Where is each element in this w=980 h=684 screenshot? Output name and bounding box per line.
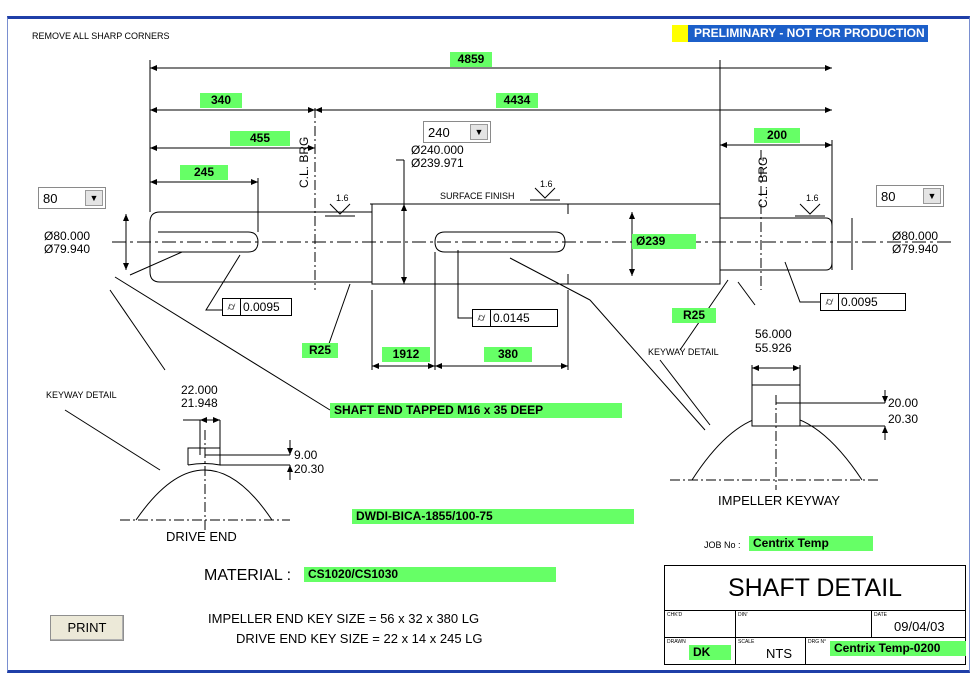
preliminary-banner: PRELIMINARY - NOT FOR PRODUCTION xyxy=(672,25,928,42)
chkd-cell: CHK'D xyxy=(665,610,735,637)
title-block-row-1: CHK'D DIN' DATE 09/04/03 xyxy=(665,610,965,638)
date-label: DATE xyxy=(874,612,887,618)
job-no-value: Centrix Temp xyxy=(749,536,873,551)
drive-keyway-width-max: 22.000 xyxy=(181,383,218,397)
dim-245: 245 xyxy=(180,165,228,180)
runout-icon: ⌭ xyxy=(223,299,241,315)
right-diameter-value: 80 xyxy=(881,189,896,204)
scale-cell: SCALE NTS xyxy=(735,637,806,664)
scale-label: SCALE xyxy=(738,639,755,645)
keyway-detail-left: KEYWAY DETAIL xyxy=(46,390,117,400)
radius-left: R25 xyxy=(302,343,338,358)
surface-finish-label: SURFACE FINISH xyxy=(440,191,515,201)
impeller-key-size: IMPELLER END KEY SIZE = 56 x 32 x 380 LG xyxy=(208,611,480,626)
keyway-detail-right: KEYWAY DETAIL xyxy=(648,347,719,357)
right-diameter-select[interactable]: 80 ▼ xyxy=(876,185,944,207)
job-no-label: JOB No : xyxy=(704,540,741,550)
dim-340: 340 xyxy=(200,93,242,108)
drawing-title: SHAFT DETAIL xyxy=(665,566,965,611)
drg-label: DRG N° xyxy=(808,639,827,645)
drawn-label: DRAWN xyxy=(667,639,686,645)
date-value: 09/04/03 xyxy=(894,619,945,634)
drive-end-label: DRIVE END xyxy=(166,529,237,544)
chkd-label: CHK'D xyxy=(667,612,683,618)
dim-200: 200 xyxy=(754,128,800,143)
drawn-value: DK xyxy=(689,645,731,660)
dim-dia80-left-max: Ø80.000 xyxy=(44,229,91,243)
mid-diameter-select[interactable]: 240 ▼ xyxy=(423,121,491,143)
dim-dia80-right-max: Ø80.000 xyxy=(892,229,939,243)
dim-4434: 4434 xyxy=(496,93,538,108)
cl-brg-left: C.L. BRG xyxy=(297,136,311,188)
impeller-keyway-depth-1: 20.00 xyxy=(888,396,919,410)
runout-left: ⌭0.0095 xyxy=(222,298,292,316)
dim-455: 455 xyxy=(230,131,290,146)
dim-380: 380 xyxy=(484,347,532,362)
dim-overall: 4859 xyxy=(450,52,492,67)
mid-diameter-value: 240 xyxy=(428,125,450,140)
drawing-reference: DWDI-BICA-1855/100-75 xyxy=(352,509,634,524)
dim-1912: 1912 xyxy=(382,347,430,362)
drg-cell: DRG N°Centrix Temp-0200 xyxy=(805,637,966,664)
runout-icon: ⌭ xyxy=(821,294,839,310)
material-value: CS1020/CS1030 xyxy=(304,567,556,582)
drg-value: Centrix Temp-0200 xyxy=(830,641,966,656)
drive-keyway-width-min: 21.948 xyxy=(181,396,218,410)
cl-brg-right: C.L. BRG xyxy=(756,156,770,208)
dim-dia240-min: Ø239.971 xyxy=(411,156,464,170)
date-cell: DATE 09/04/03 xyxy=(871,610,966,637)
left-diameter-value: 80 xyxy=(43,191,58,206)
runout-mid-value: 0.0145 xyxy=(493,311,530,325)
runout-icon: ⌭ xyxy=(473,310,491,326)
dim-dia239: Ø239 xyxy=(632,234,696,249)
left-diameter-select[interactable]: 80 ▼ xyxy=(38,187,106,209)
dim-dia80-left-min: Ø79.940 xyxy=(44,242,91,256)
chevron-down-icon: ▼ xyxy=(470,124,488,140)
finish-left: 1.6 xyxy=(336,193,349,203)
dim-dia80-right-min: Ø79.940 xyxy=(892,242,939,256)
shaft-end-tapped-note: SHAFT END TAPPED M16 x 35 DEEP xyxy=(330,403,622,418)
dint-label: DIN' xyxy=(738,612,748,618)
runout-right-value: 0.0095 xyxy=(841,295,878,309)
note-sharp-corners: REMOVE ALL SHARP CORNERS xyxy=(32,31,170,41)
dint-cell: DIN' xyxy=(735,610,872,637)
drive-key-size: DRIVE END KEY SIZE = 22 x 14 x 245 LG xyxy=(236,631,483,646)
drive-keyway-depth-1: 9.00 xyxy=(294,448,318,462)
runout-left-value: 0.0095 xyxy=(243,300,280,314)
finish-mid: 1.6 xyxy=(540,179,553,189)
drawing-frame xyxy=(7,16,970,673)
impeller-keyway-label: IMPELLER KEYWAY xyxy=(718,493,841,508)
radius-right: R25 xyxy=(672,308,716,323)
finish-right: 1.6 xyxy=(806,193,819,203)
impeller-keyway-depth-2: 20.30 xyxy=(888,412,919,426)
impeller-keyway-width-max: 56.000 xyxy=(755,327,792,341)
material-label: MATERIAL : xyxy=(204,567,292,584)
dim-dia240-max: Ø240.000 xyxy=(411,143,464,157)
title-block: SHAFT DETAIL CHK'D DIN' DATE 09/04/03 DRA… xyxy=(664,565,966,665)
print-button[interactable]: PRINT xyxy=(50,615,124,641)
drive-keyway-depth-2: 20.30 xyxy=(294,462,325,476)
runout-right: ⌭0.0095 xyxy=(820,293,906,311)
impeller-keyway-width-min: 55.926 xyxy=(755,341,792,355)
banner-flag xyxy=(672,25,688,42)
chevron-down-icon: ▼ xyxy=(85,190,103,206)
banner-text: PRELIMINARY - NOT FOR PRODUCTION xyxy=(688,25,928,42)
chevron-down-icon: ▼ xyxy=(923,188,941,204)
runout-mid: ⌭0.0145 xyxy=(472,309,558,327)
scale-value: NTS xyxy=(766,646,792,661)
